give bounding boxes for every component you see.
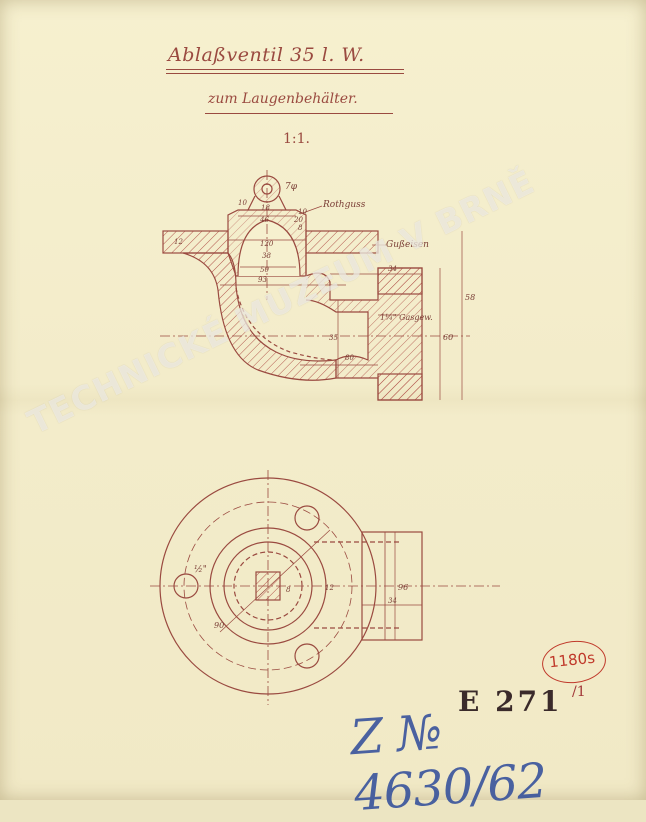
radius-line-90 xyxy=(219,529,331,633)
dim-10b: 10 xyxy=(298,208,307,216)
flange-section-left xyxy=(162,230,229,254)
dim-90: 90 xyxy=(214,621,224,630)
label-hole: ½" xyxy=(194,564,207,575)
dim-80: 80 xyxy=(345,354,354,362)
scale-label: 1:1. xyxy=(283,131,310,147)
catalog-number-mark: /1 xyxy=(572,684,586,700)
eye-neck xyxy=(247,195,287,211)
dim-35: 35 xyxy=(329,334,338,342)
dim-120: 120 xyxy=(260,240,274,248)
drawing-subtitle: zum Laugenbehälter. xyxy=(208,91,358,107)
label-thread: 1¼" Gasgew. xyxy=(380,313,433,322)
bolt-hole-bottom xyxy=(294,643,320,669)
outlet-thread-top xyxy=(377,267,423,295)
dim-8: 8 xyxy=(298,224,303,232)
bore-line xyxy=(235,287,337,361)
dim-12b: 12 xyxy=(325,584,334,592)
dim-50: 50 xyxy=(260,266,269,274)
title-underline xyxy=(166,69,404,70)
dim-8b: 8 xyxy=(286,586,291,594)
dim-18: 18 xyxy=(261,204,270,212)
dim-93: 93 xyxy=(258,276,267,284)
label-gusseisen: Gußeisen xyxy=(386,240,429,250)
plan-view xyxy=(150,470,500,705)
dim-46: 46 xyxy=(259,216,269,224)
dim-34b: 34 xyxy=(388,597,397,605)
leader-rothguss xyxy=(299,205,323,215)
inventory-number: Z № 4630/62 xyxy=(348,704,549,822)
label-pin: 7φ xyxy=(285,182,298,192)
drawing-title: Ablaßventil 35 l. W. xyxy=(168,44,365,66)
technical-drawing: Rothguss Gußeisen 1¼" Gasgew. 7φ 10 18 4… xyxy=(150,170,500,705)
dim-96: 96 xyxy=(398,583,408,592)
bolt-hole-top xyxy=(294,505,320,531)
dim-34: 34 xyxy=(388,265,397,273)
dim-38: 38 xyxy=(262,252,271,260)
label-rothguss: Rothguss xyxy=(322,200,366,210)
dim-60: 60 xyxy=(443,333,453,342)
catalog-number-stamp: E 271 xyxy=(458,685,563,718)
title-underline-double xyxy=(166,73,404,74)
dim-58: 58 xyxy=(465,293,475,302)
section-view xyxy=(160,170,470,401)
outlet-thread-bottom xyxy=(377,373,423,401)
subtitle-underline xyxy=(205,113,393,114)
dim-20: 20 xyxy=(293,216,303,224)
dim-12: 12 xyxy=(174,238,183,246)
dim-10: 10 xyxy=(238,199,247,207)
